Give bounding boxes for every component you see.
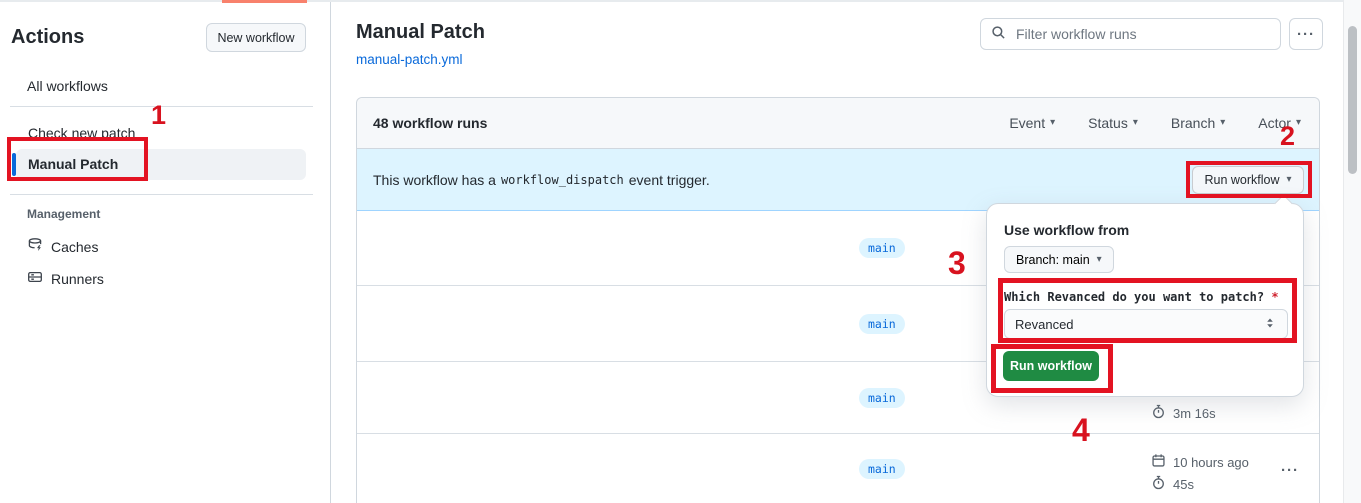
branch-filter-dropdown[interactable]: Branch ▾ [1171,115,1225,131]
scrollbar-thumb[interactable] [1348,26,1357,174]
runs-filters: Event ▾ Status ▾ Branch ▾ Actor ▾ [1009,115,1303,131]
selected-accent-bar [12,153,16,176]
chevron-down-icon: ▾ [1050,117,1056,128]
top-hairline [0,0,1361,2]
run-workflow-label: Run workflow [1204,173,1280,187]
duration-text: 3m 16s [1173,405,1216,421]
stopwatch-icon [1151,404,1166,422]
banner-text-before: This workflow has a [373,171,496,188]
banner-code: workflow_dispatch [500,172,624,187]
workflow-run-row[interactable]: main 3m 16s [357,362,1319,434]
date-text: 10 hours ago [1173,454,1249,470]
sidebar-item-caches[interactable]: Caches [27,237,98,256]
new-workflow-button[interactable]: New workflow [206,23,306,52]
run-duration: 3m 16s [1151,404,1216,422]
kebab-icon: ··· [1297,25,1315,43]
sidebar-item-all-workflows[interactable]: All workflows [27,78,108,94]
sidebar-item-manual-patch[interactable]: Manual Patch [12,149,306,180]
input-label-text: Which Revanced do you want to patch? [1004,290,1265,304]
use-workflow-from-label: Use workflow from [1004,222,1130,238]
event-filter-dropdown[interactable]: Event ▾ [1009,115,1055,131]
run-workflow-panel: Use workflow from Branch: main ▾ Which R… [986,194,1304,397]
chevron-down-icon: ▾ [1132,117,1138,128]
actor-filter-dropdown[interactable]: Actor ▾ [1258,115,1301,131]
actions-sidebar: Actions New workflow All workflows Check… [0,2,331,503]
chevron-down-icon: ▾ [1295,117,1301,128]
filter-label: Actor [1258,115,1291,131]
filter-workflow-runs-input[interactable] [1014,25,1270,43]
kebab-icon: ··· [1281,462,1299,479]
run-duration: 45s [1151,475,1249,493]
row-kebab-button[interactable]: ··· [1281,462,1299,479]
branch-badge[interactable]: main [859,458,905,479]
page-kebab-button[interactable]: ··· [1289,18,1323,50]
banner-text-after: event trigger. [628,171,710,188]
cropped-annotation-box-top [222,0,307,3]
scrollbar-track[interactable] [1343,0,1361,503]
workflow-dispatch-banner: This workflow has a workflow_dispatch ev… [357,149,1319,211]
runners-icon [27,269,43,288]
branch-selector-label: Branch: main [1016,252,1090,267]
search-icon [991,25,1006,43]
runs-count: 48 workflow runs [373,115,488,131]
stopwatch-icon [1151,475,1166,493]
branch-badge[interactable]: main [859,238,905,258]
filter-label: Status [1088,115,1128,131]
filter-workflow-runs-box[interactable] [980,18,1281,50]
sidebar-item-label: Runners [51,270,104,287]
workflow-run-row[interactable]: main 10 hours ago 45s ··· [357,434,1319,503]
caches-icon [27,237,43,256]
runs-table-header: 48 workflow runs Event ▾ Status ▾ Branch ▾ … [357,98,1319,149]
sidebar-item-label: Manual Patch [28,156,119,172]
revanced-select[interactable]: Revanced [1004,309,1288,339]
filter-label: Branch [1170,115,1216,131]
duration-text: 45s [1173,476,1194,492]
updown-arrows-icon [1263,316,1277,333]
branch-selector-button[interactable]: Branch: main ▾ [1004,246,1114,273]
required-asterisk: * [1271,290,1279,304]
branch-badge[interactable]: main [859,313,905,334]
page-title: Manual Patch [356,21,485,43]
chevron-down-icon: ▾ [1286,174,1292,185]
select-value: Revanced [1015,316,1074,332]
sidebar-item-check-new-patch[interactable]: Check new patch [28,125,136,141]
workflow-input-label: Which Revanced do you want to patch? * [1004,290,1279,304]
management-section-label: Management [27,207,101,221]
calendar-icon [1151,453,1166,471]
run-workflow-dropdown-button[interactable]: Run workflow ▾ [1192,166,1304,194]
filter-label: Event [1009,115,1046,131]
run-info: 3m 16s [1151,404,1216,427]
sidebar-title: Actions [11,26,85,48]
sidebar-divider [10,106,313,107]
run-date: 10 hours ago [1151,454,1249,470]
workflow-file-link[interactable]: manual-patch.yml [356,52,463,67]
run-workflow-submit-button[interactable]: Run workflow [1003,351,1099,381]
chevron-down-icon: ▾ [1096,253,1102,265]
run-info: 10 hours ago 45s [1151,454,1249,498]
sidebar-item-runners[interactable]: Runners [27,269,104,288]
chevron-down-icon: ▾ [1220,117,1226,128]
status-filter-dropdown[interactable]: Status ▾ [1088,115,1138,131]
branch-badge[interactable]: main [859,387,905,408]
sidebar-item-label: Caches [51,238,99,255]
sidebar-divider [10,194,313,195]
